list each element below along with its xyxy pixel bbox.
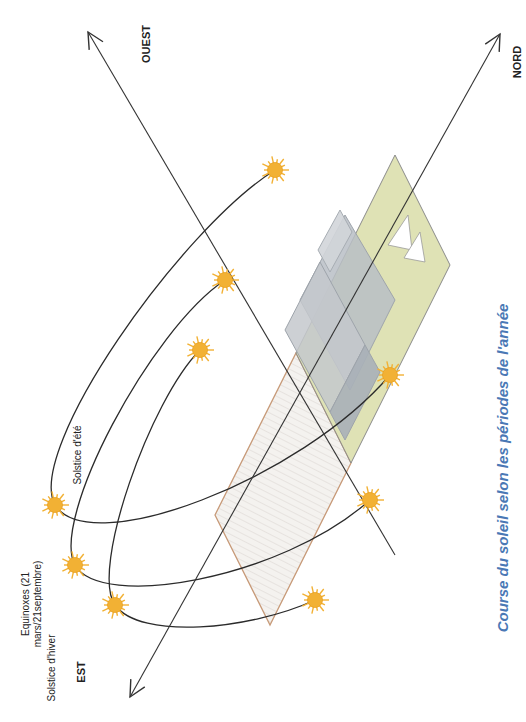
sun-symbol: [102, 591, 129, 618]
parcel: [215, 155, 450, 625]
sun-symbol: [62, 551, 89, 578]
sun-symbol: [212, 266, 239, 293]
compass-axis: [88, 32, 500, 697]
sun-symbol: [262, 156, 289, 183]
compass-label: OUEST: [140, 25, 153, 63]
season-label: Solstice d'hiver: [46, 635, 58, 702]
sun-symbol: [302, 586, 329, 613]
sun-symbols: [42, 156, 404, 618]
compass-label: EST: [75, 661, 88, 682]
building: [285, 210, 425, 440]
sun-symbol: [42, 491, 69, 518]
sun-path: [51, 170, 390, 627]
sun-symbol: [377, 361, 404, 388]
sun-symbol: [357, 486, 384, 513]
season-label: Solstice d'été: [72, 425, 84, 484]
compass-label: NORD: [510, 46, 523, 78]
sun-symbol: [187, 336, 214, 363]
season-label: Equinoxes (21 mars/21septembre): [20, 543, 43, 665]
caption: Course du soleil selon les périodes de l…: [494, 304, 511, 633]
